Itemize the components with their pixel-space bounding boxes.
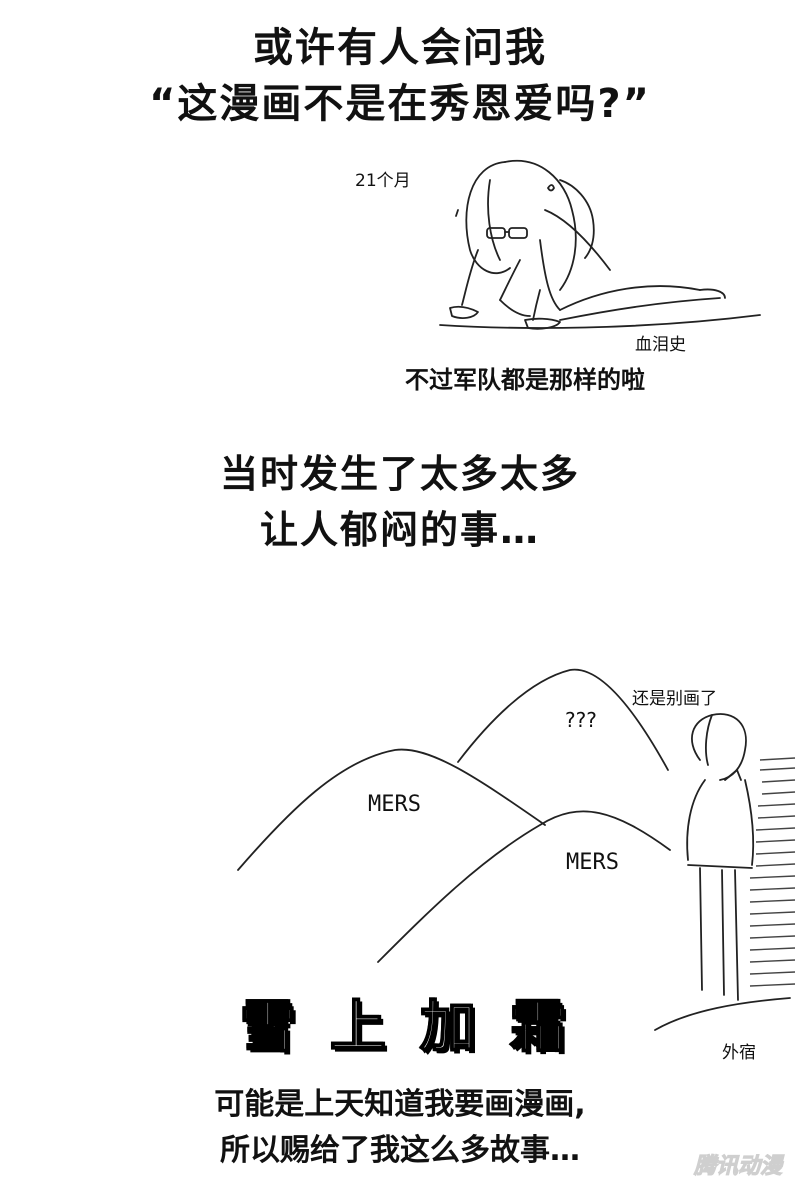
header-line-1: 或许有人会问我 xyxy=(253,25,547,71)
mountain-2-label: MERS xyxy=(566,850,619,875)
tears-label: 血泪史 xyxy=(635,335,686,355)
watermark-logo: 腾讯动漫 xyxy=(693,1154,782,1180)
ground-label: 外宿 xyxy=(722,1043,756,1063)
footer-line-1: 可能是上天知道我要画漫画, xyxy=(214,1087,586,1122)
panel-1: 21个月 血泪史 不过军队都是那样的啦 xyxy=(0,140,800,420)
middle-line-2: 让人郁闷的事… xyxy=(259,508,540,552)
question-marks: ??? xyxy=(565,708,597,732)
panel-2: 还是别画了 ??? MERS MERS 外宿 xyxy=(0,640,800,1063)
footer-line-2: 所以赐给了我这么多故事… xyxy=(220,1133,580,1168)
months-label: 21个月 xyxy=(355,171,411,191)
stamp-text: 雪上加霜 xyxy=(239,993,600,1061)
mountain-1-label: MERS xyxy=(368,792,421,817)
middle-line-1: 当时发生了太多太多 xyxy=(219,452,580,496)
mountains-illustration xyxy=(237,668,796,1031)
kneeling-girl-illustration xyxy=(439,159,761,330)
panel-1-caption: 不过军队都是那样的啦 xyxy=(405,366,645,394)
header-line-2: “这漫画不是在秀恩爱吗?” xyxy=(149,81,651,127)
speech-text: 还是别画了 xyxy=(632,689,717,709)
